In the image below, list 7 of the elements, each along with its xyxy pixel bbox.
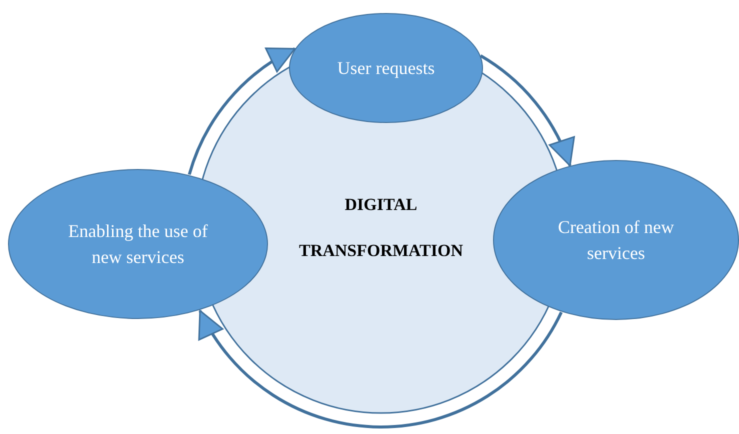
stage-ellipse: Enabling the use of new services [8,169,268,319]
arrow [198,310,563,428]
arrow [480,54,574,166]
arrow [188,47,296,175]
center-heading: DIGITAL TRANSFORMATION [276,178,486,278]
stage-ellipse: User requests [289,13,483,123]
stage-ellipse: Creation of new services [493,160,739,320]
